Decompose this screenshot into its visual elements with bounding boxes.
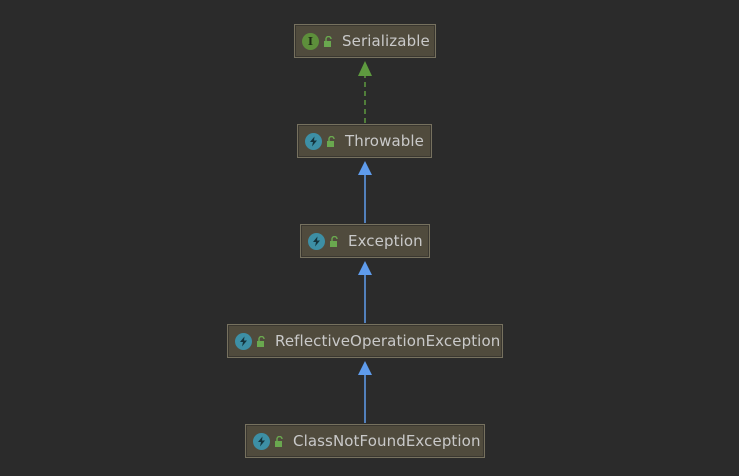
lightning-class-icon bbox=[305, 132, 322, 150]
node-label: ReflectiveOperationException bbox=[275, 332, 501, 350]
lightning-class-icon bbox=[253, 432, 270, 450]
lightning-class-icon bbox=[235, 332, 252, 350]
node-label: ClassNotFoundException bbox=[293, 432, 481, 450]
unlocked-icon bbox=[274, 435, 285, 447]
arrowhead-throwable bbox=[358, 161, 372, 175]
node-exception[interactable]: Exception bbox=[300, 224, 430, 258]
node-class-not-found-exception[interactable]: ClassNotFoundException bbox=[245, 424, 485, 458]
node-reflective-operation-exception[interactable]: ReflectiveOperationException bbox=[227, 324, 503, 358]
node-label: Exception bbox=[348, 232, 423, 250]
interface-icon: I bbox=[302, 32, 319, 50]
node-throwable[interactable]: Throwable bbox=[297, 124, 432, 158]
arrowhead-serializable bbox=[358, 61, 372, 76]
unlocked-icon bbox=[329, 235, 340, 247]
node-label: Throwable bbox=[345, 132, 424, 150]
arrowhead-exception bbox=[358, 261, 372, 275]
unlocked-icon bbox=[323, 35, 334, 47]
arrowhead-reflective bbox=[358, 361, 372, 375]
unlocked-icon bbox=[326, 135, 337, 147]
node-serializable[interactable]: I Serializable bbox=[294, 24, 436, 58]
lightning-class-icon bbox=[308, 232, 325, 250]
unlocked-icon bbox=[256, 335, 267, 347]
node-label: Serializable bbox=[342, 32, 430, 50]
